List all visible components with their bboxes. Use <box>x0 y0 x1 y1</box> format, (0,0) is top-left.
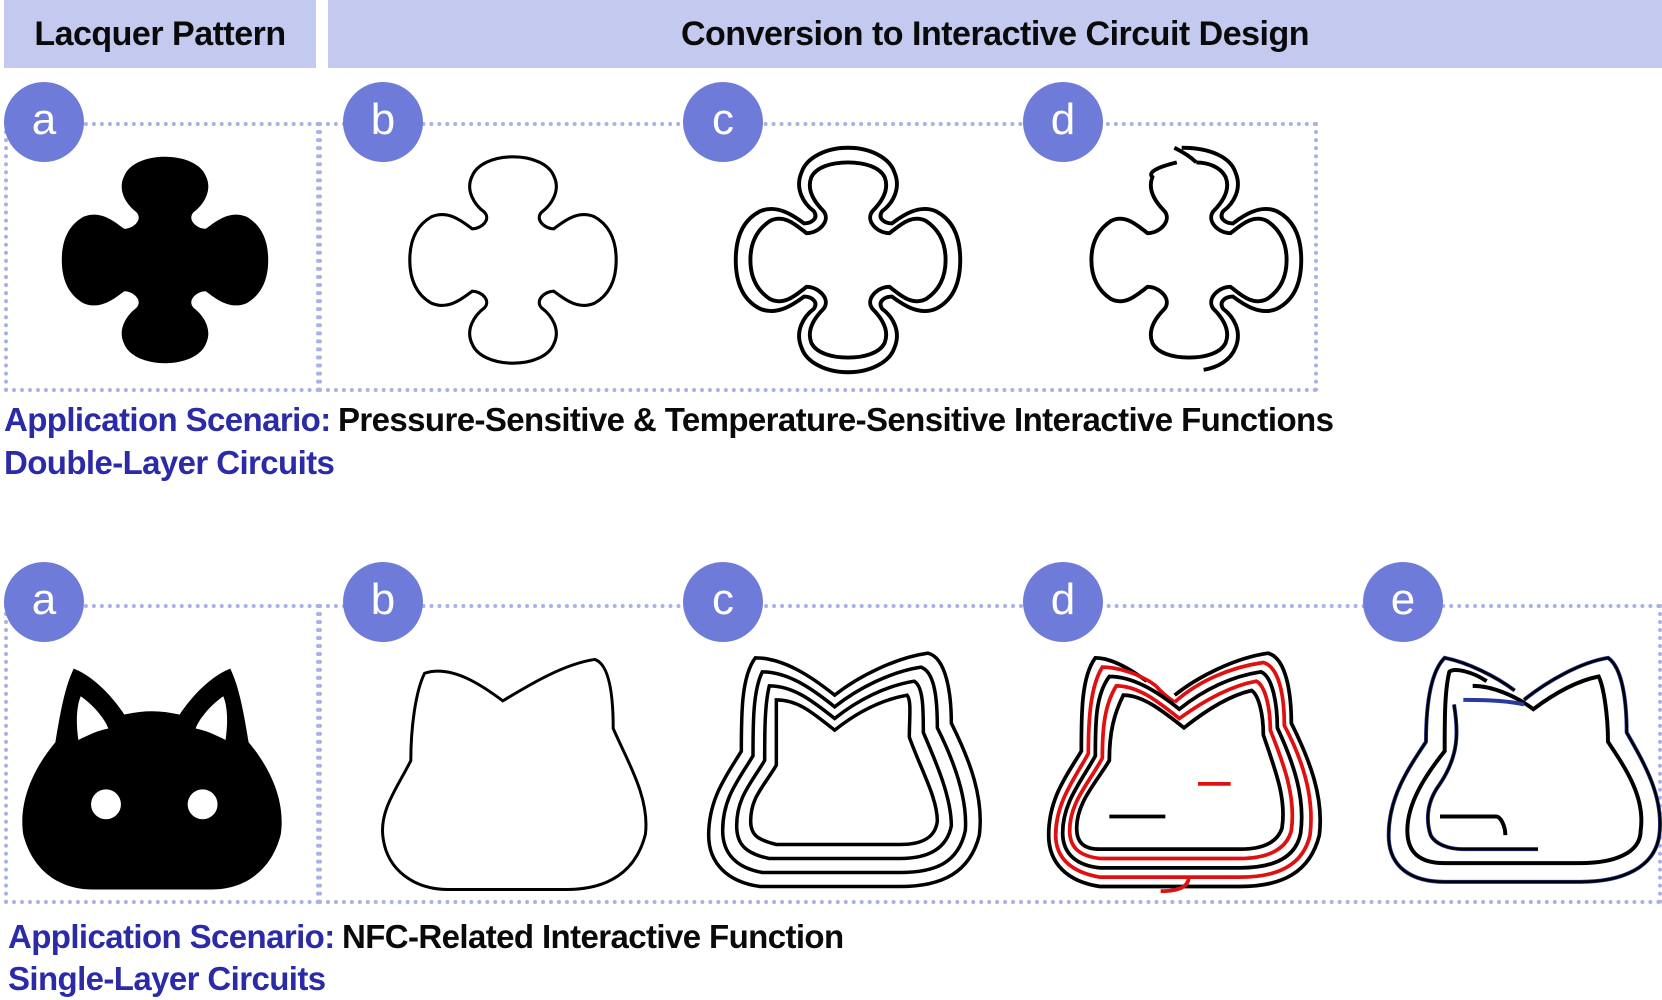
row2-cat-coil-trace <box>706 651 982 889</box>
row2-scenario-text: NFC-Related Interactive Function <box>342 918 844 955</box>
row1-clover-outline <box>408 155 618 365</box>
row2-cat-outline <box>380 657 648 891</box>
row2-badge-e: e <box>1363 562 1443 642</box>
row1-clover-spiral-trace <box>1089 145 1304 372</box>
row2-badge-a: a <box>4 562 84 642</box>
row2-badge-c: c <box>683 562 763 642</box>
row1-circuit-type: Double-Layer Circuits <box>4 444 335 481</box>
row1-clover-double-trace <box>733 145 963 375</box>
header-conversion: Conversion to Interactive Circuit Design <box>328 0 1662 68</box>
header-lacquer-pattern: Lacquer Pattern <box>4 0 316 68</box>
row2-cat-blue-black-trace <box>1386 655 1662 884</box>
row2-badge-d: d <box>1023 562 1103 642</box>
row1-lacquer-clover <box>61 156 269 364</box>
row1-badge-b: b <box>343 82 423 162</box>
row2-circuit-type: Single-Layer Circuits <box>8 960 326 997</box>
row2-scenario-label: Application Scenario: <box>8 918 335 955</box>
row1-scenario-label: Application Scenario: <box>4 401 331 438</box>
row1-conversion-frame <box>318 122 1318 392</box>
row1-scenario-text: Pressure-Sensitive & Temperature-Sensiti… <box>338 401 1334 438</box>
row2-cat-red-black-trace <box>1046 651 1323 894</box>
row1-badge-c: c <box>683 82 763 162</box>
row2-badge-b: b <box>343 562 423 642</box>
row1-badge-a: a <box>4 82 84 162</box>
row2-conversion-frame <box>318 604 1662 904</box>
row1-badge-d: d <box>1023 82 1103 162</box>
row2-lacquer-cat <box>22 668 282 890</box>
